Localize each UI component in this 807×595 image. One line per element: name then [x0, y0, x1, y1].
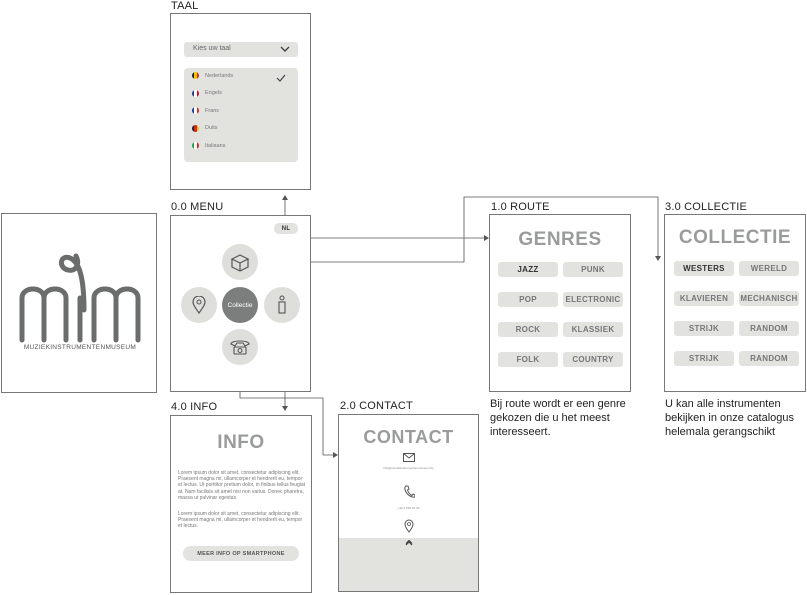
collection-box-button[interactable] [222, 244, 258, 280]
flag-icon [192, 124, 199, 132]
more-info-button[interactable]: MEER INFO OP SMARTPHONE [183, 546, 299, 561]
route-caption-line: gekozen die u het meest [490, 412, 610, 424]
language-option[interactable]: Duits [192, 124, 218, 132]
language-label: Italiaans [205, 142, 226, 149]
language-label: Duits [205, 125, 218, 131]
envelope-icon [403, 453, 415, 462]
box-icon [230, 254, 250, 272]
language-option[interactable]: Frans [192, 107, 219, 114]
location-pin-icon [192, 296, 206, 314]
info-title: 4.0 INFO [171, 401, 218, 413]
logo-subtitle: MUZIEKINSTRUMENTENMUSEUM [23, 344, 137, 351]
route-caption-line: Bij route wordt er een genre [490, 398, 626, 410]
language-label: Nederlands [205, 72, 234, 79]
logo-panel: MUZIEKINSTRUMENTENMUSEUM [1, 213, 157, 393]
route-button[interactable] [181, 287, 217, 323]
contact-title: 2.0 CONTACT [340, 400, 413, 412]
info-button[interactable] [264, 287, 300, 323]
check-icon [276, 74, 286, 82]
mim-logo-icon [19, 253, 141, 343]
info-heading: INFO [217, 432, 265, 453]
collection-category-button[interactable]: WESTERS [674, 261, 734, 276]
route-caption-line: interesseert. [490, 426, 551, 438]
collection-category-button[interactable]: MECHANISCH [739, 291, 799, 306]
flag-icon [192, 72, 199, 79]
info-paragraph-1: Lorem ipsum dolor sit amet, consectetur … [178, 470, 306, 501]
collection-category-button[interactable]: STRIJK [674, 321, 734, 336]
flag-icon [192, 107, 199, 114]
contact-button[interactable] [222, 329, 258, 365]
menu-title: 0.0 MENU [171, 201, 224, 213]
genre-button[interactable]: POP [498, 292, 558, 307]
genre-button[interactable]: ROCK [498, 322, 558, 337]
info-icon [278, 295, 286, 314]
flag-icon [192, 89, 199, 97]
genre-button[interactable]: ELECTRONIC [563, 292, 623, 307]
genre-button[interactable]: KLASSIEK [563, 322, 623, 337]
collectie-title: 3.0 COLLECTIE [665, 201, 748, 213]
collection-category-button[interactable]: KLAVIEREN [674, 291, 734, 306]
info-screen: INFO Lorem ipsum dolor sit amet, consect… [170, 415, 312, 593]
contact-screen: CONTACT info@muziekinstrumentenmuseum.be… [338, 414, 479, 592]
collectie-center-button[interactable]: Collectie [222, 287, 258, 323]
language-label: Engels [205, 90, 222, 96]
phone-icon [404, 485, 415, 498]
genre-button[interactable]: PUNK [563, 262, 623, 277]
collectie-caption-line: helemala gerangschikt [665, 426, 776, 438]
taal-screen: Kies uw taal [170, 13, 311, 190]
chevron-down-icon [280, 46, 290, 52]
genres-heading: GENRES [518, 229, 602, 250]
contact-phone[interactable]: +32 2 545 01 30 [397, 506, 420, 510]
language-list [184, 68, 298, 162]
location-pin-icon [404, 519, 414, 533]
language-label: Frans [205, 107, 220, 114]
language-option[interactable]: Italiaans [192, 142, 226, 149]
collection-category-button[interactable]: RANDOM [739, 351, 799, 366]
collectie-caption-line: U kan alle instrumenten [665, 398, 781, 410]
collectie-center-label: Collectie [227, 301, 253, 309]
collectie-caption: U kan alle instrumenten bekijken in onze… [665, 397, 807, 439]
language-badge[interactable]: NL [274, 223, 298, 234]
flag-icon [192, 142, 199, 149]
info-paragraph-2: Lorem ipsum dolor sit amet, consectetur … [178, 511, 303, 530]
genre-button[interactable]: JAZZ [498, 262, 558, 277]
contact-email[interactable]: info@muziekinstrumentenmuseum.be [383, 466, 434, 470]
collection-category-button[interactable]: WERELD [739, 261, 799, 276]
route-caption: Bij route wordt er een genre gekozen die… [490, 397, 640, 439]
chevron-up-icon[interactable] [405, 540, 413, 546]
collectie-heading: COLLECTIE [678, 227, 792, 248]
contact-map-area[interactable] [339, 538, 478, 591]
language-option[interactable]: Engels [192, 89, 222, 97]
genre-button[interactable]: FOLK [498, 352, 558, 367]
language-dropdown[interactable]: Kies uw taal [184, 42, 298, 57]
genre-button[interactable]: COUNTRY [563, 352, 623, 367]
telephone-icon [230, 340, 250, 355]
taal-title: TAAL [171, 0, 199, 12]
collectie-caption-line: bekijken in onze catalogus [665, 412, 795, 424]
collection-category-button[interactable]: RANDOM [739, 321, 799, 336]
collection-category-button[interactable]: STRIJK [674, 351, 734, 366]
language-option[interactable]: Nederlands [192, 72, 233, 79]
dropdown-label: Kies uw taal [193, 45, 231, 52]
contact-heading: CONTACT [363, 427, 454, 447]
route-title: 1.0 ROUTE [491, 201, 550, 213]
